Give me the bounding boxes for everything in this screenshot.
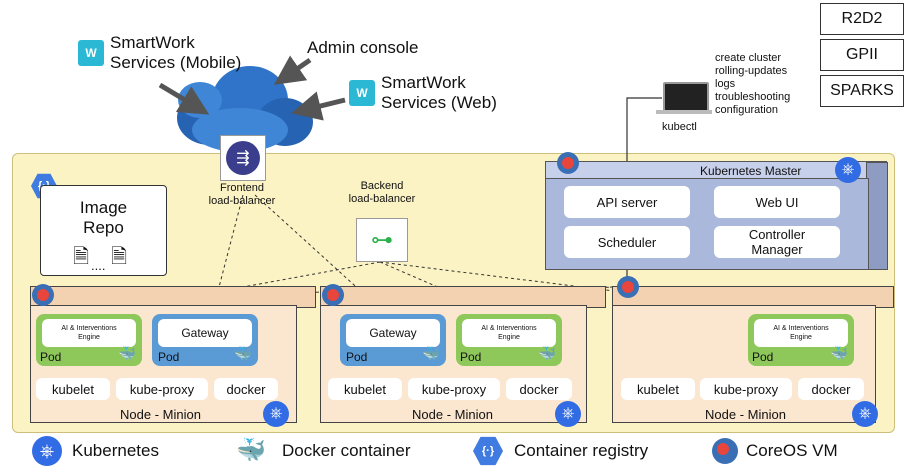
smartwork-mobile-label: SmartWork Services (Mobile) [110,33,242,72]
docker: docker [214,378,278,400]
master-side [866,162,888,270]
pod-tag: Pod [752,350,774,364]
coreos-icon [617,276,639,298]
docker-icon: 🐳 [234,345,252,361]
kube-proxy: kube-proxy [408,378,500,400]
node-label: Node - Minion [120,407,201,422]
image-repo: Image Repo 🗎 🗎 .... [40,185,167,276]
image-repo-title: Image Repo [79,198,128,237]
document-icon: 🗎 [111,246,128,268]
pod-gateway: Gateway Pod 🐳 [340,314,446,366]
docker-icon: 🐳 [830,345,848,361]
docker: docker [506,378,572,400]
master-title: Kubernetes Master [700,164,802,178]
pod-name: AI & Interventions Engine [462,319,556,347]
laptop-base [656,110,712,114]
smartwork-web-icon: W [349,80,375,106]
docker-icon: 🐳 [422,345,440,361]
backend-lb-icon: ⊶ [356,218,408,262]
controller-manager: Controller Manager [714,226,840,258]
node-label: Node - Minion [705,407,786,422]
sparks-box: SPARKS [820,75,904,107]
kubernetes-icon: ⎈ [555,401,581,427]
pod-gateway: Gateway Pod 🐳 [152,314,258,366]
kubelet: kubelet [36,378,110,400]
pod-tag: Pod [460,350,482,364]
docker-icon: 🐳 [118,345,136,361]
r2d2-box: R2D2 [820,3,904,35]
docker-icon: 🐳 [538,345,556,361]
pod-tag: Pod [40,350,62,364]
kubelet: kubelet [328,378,402,400]
pod-tag: Pod [158,350,180,364]
kubernetes-icon: ⎈ [32,436,62,466]
admin-console-label: Admin console [307,38,419,57]
kubelet: kubelet [621,378,695,400]
command-item: logs [715,78,736,90]
backend-lb-label: Backend load-balancer [348,180,416,205]
legend-kubernetes: Kubernetes [72,441,159,460]
frontend-lb-label: Frontend load-balancer [208,182,276,207]
pod-name: Gateway [158,319,252,347]
kubernetes-icon: ⎈ [263,401,289,427]
command-item: rolling-updates [715,65,788,77]
legend-registry: Container registry [514,441,649,460]
node-label: Node - Minion [412,407,493,422]
laptop-icon [663,82,709,112]
pod-name: Gateway [346,319,440,347]
docker: docker [798,378,864,400]
scheduler: Scheduler [564,226,690,258]
coreos-icon [322,284,344,306]
command-item: configuration [715,104,778,116]
pod-tag: Pod [346,350,368,364]
smartwork-web-label: SmartWork Services (Web) [381,73,497,112]
kubectl-label: kubectl [662,121,697,133]
command-item: create cluster [715,52,782,64]
web-ui: Web UI [714,186,840,218]
gpii-box: GPII [820,39,904,71]
docker-icon: 🐳 [236,437,266,464]
kubernetes-icon: ⎈ [852,401,878,427]
coreos-icon [557,152,579,174]
container-registry-icon: {·} [473,436,503,466]
pod-name: AI & Interventions Engine [42,319,136,347]
pod-ai-engine: AI & Interventions Engine Pod 🐳 [748,314,854,366]
legend-docker: Docker container [282,441,411,460]
image-repo-more: .... [91,258,106,273]
kubectl-commands: create cluster rolling-updates logs trou… [715,52,790,117]
command-item: troubleshooting [715,91,791,103]
coreos-icon [32,284,54,306]
kubernetes-icon: ⎈ [835,157,861,183]
smartwork-mobile-icon: W [78,40,104,66]
document-icon: 🗎 [73,246,90,268]
kube-proxy: kube-proxy [700,378,792,400]
pod-ai-engine: AI & Interventions Engine Pod 🐳 [456,314,562,366]
api-server: API server [564,186,690,218]
frontend-lb-icon: ⇶ [220,135,266,181]
legend-coreos: CoreOS VM [746,441,838,460]
kube-proxy: kube-proxy [116,378,208,400]
coreos-icon [712,438,738,464]
pod-ai-engine: AI & Interventions Engine Pod 🐳 [36,314,142,366]
pod-name: AI & Interventions Engine [754,319,848,347]
